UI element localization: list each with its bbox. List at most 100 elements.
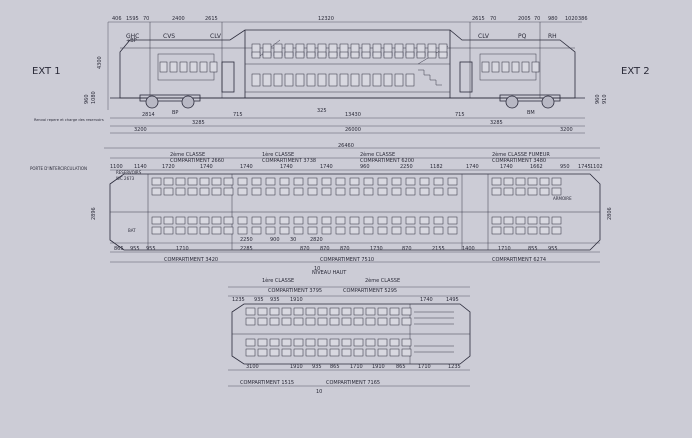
svg-text:2896: 2896 — [91, 207, 97, 220]
upper-bottom-dim: 1910 — [372, 364, 385, 370]
upper-level-seat — [281, 317, 292, 326]
plan-seat — [151, 177, 162, 186]
bogie-right — [499, 94, 561, 109]
plan-top-dim: 1740 — [466, 164, 479, 170]
upper-level-seat — [389, 317, 400, 326]
plan-seat — [211, 216, 222, 225]
side-top-dim: 2005 — [518, 16, 531, 22]
upper-level-seat — [401, 317, 412, 326]
side-top-dim: 980 — [548, 16, 558, 22]
end-seat — [521, 61, 530, 73]
upper-level-view: NIVEAU HAUT 1ère CLASSE 2ème CLASSE COMP… — [228, 270, 471, 395]
plan-seat — [433, 226, 444, 235]
plan-top-dim: 2250 — [400, 164, 413, 170]
plan-bottom-dim: 870 — [340, 246, 350, 252]
plan-seat — [223, 177, 234, 186]
plan-seat — [321, 187, 332, 196]
svg-text:COMPARTIMENT 3420: COMPARTIMENT 3420 — [164, 257, 218, 263]
plan-top-dim: 1740 — [320, 164, 333, 170]
plan-seat — [377, 216, 388, 225]
plan-seat — [151, 187, 162, 196]
upper-level-seat — [389, 348, 400, 357]
side-top-dim: 70 — [143, 16, 149, 22]
upper-level-seat — [245, 348, 256, 357]
svg-text:960: 960 — [595, 94, 601, 104]
plan-bottom-dim: 870 — [402, 246, 412, 252]
plan-seat — [503, 187, 514, 196]
plan-seat — [265, 216, 276, 225]
end-seat — [511, 61, 520, 73]
upper-level-seat — [353, 338, 364, 347]
upper-level-seat — [269, 338, 280, 347]
plan-bottom-dim: 900 — [270, 237, 280, 243]
compartment-label: GHC — [126, 33, 139, 40]
plan-seat — [307, 187, 318, 196]
plan-seat — [335, 216, 346, 225]
plan-seat — [187, 187, 198, 196]
lower-seat — [328, 73, 338, 87]
plan-top-dim: 960 — [360, 164, 370, 170]
end-seat — [531, 61, 540, 73]
svg-text:3285: 3285 — [192, 120, 205, 126]
upper-bottom-dim: 865 — [330, 364, 340, 370]
end-seat — [189, 61, 198, 73]
svg-text:WC 2673: WC 2673 — [116, 176, 135, 181]
plan-seat — [293, 187, 304, 196]
plan-seat — [223, 216, 234, 225]
svg-text:2806: 2806 — [607, 207, 613, 220]
compartment-dim: COMPARTIMENT 3480 — [492, 158, 546, 164]
plan-bottom-dim: 2155 — [432, 246, 445, 252]
upper-seat — [328, 51, 338, 59]
plan-bottom-dim: 2820 — [310, 237, 323, 243]
plan-seat — [363, 187, 374, 196]
compartment-dim: COMPARTIMENT 3738 — [262, 158, 316, 164]
upper-top-dim: 1235 — [232, 297, 245, 303]
plan-seat — [391, 187, 402, 196]
upper-level-seat — [365, 338, 376, 347]
plan-bottom-dim: 2250 — [240, 237, 253, 243]
lower-seat — [383, 73, 393, 87]
plan-seat — [293, 177, 304, 186]
plan-seat — [335, 226, 346, 235]
upper-level-seat — [269, 348, 280, 357]
plan-seat — [307, 177, 318, 186]
upper-level-seat — [317, 307, 328, 316]
upper-seat — [416, 51, 426, 59]
plan-bottom-dim: 855 — [528, 246, 538, 252]
upper-level-seat — [293, 338, 304, 347]
class-label: 1ère CLASSE — [262, 151, 294, 158]
plan-seat — [349, 216, 360, 225]
svg-text:10: 10 — [316, 389, 322, 395]
upper-level-seat — [341, 338, 352, 347]
upper-level-seat — [269, 307, 280, 316]
plan-seat — [503, 216, 514, 225]
upper-level-seat — [329, 307, 340, 316]
plan-seat — [251, 226, 262, 235]
plan-seat — [151, 226, 162, 235]
plan-seat — [199, 187, 210, 196]
lower-seat — [394, 73, 404, 87]
side-top-dim: 2615 — [205, 16, 218, 22]
end-seat — [199, 61, 208, 73]
upper-seat — [383, 51, 393, 59]
plan-seat — [363, 226, 374, 235]
upper-level-seat — [245, 338, 256, 347]
plan-seat — [175, 177, 186, 186]
svg-text:3200: 3200 — [134, 127, 147, 133]
svg-text:715: 715 — [455, 112, 465, 118]
upper-level-seat — [377, 307, 388, 316]
compartment-label: CLV — [210, 33, 222, 40]
upper-top-dim: 935 — [270, 297, 280, 303]
upper-seat — [438, 51, 448, 59]
compartment-label: PQ — [518, 33, 527, 40]
side-top-dim: 70 — [490, 16, 496, 22]
upper-title: NIVEAU HAUT — [312, 270, 347, 276]
compartment-dim: COMPARTIMENT 6200 — [360, 158, 414, 164]
upper-level-seat — [377, 338, 388, 347]
plan-seat — [293, 216, 304, 225]
upper-level-seat — [341, 348, 352, 357]
upper-seat — [350, 51, 360, 59]
upper-level-seat — [317, 348, 328, 357]
upper-level-seat — [293, 307, 304, 316]
compartment-label: CLV — [478, 33, 490, 40]
